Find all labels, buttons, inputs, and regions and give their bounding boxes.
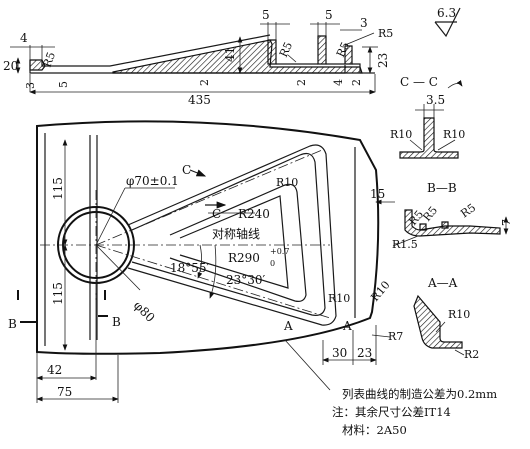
dim-r240: R240 — [238, 207, 270, 221]
section-bb-r1-5: R1.5 — [392, 238, 418, 251]
section-a-left: A — [283, 319, 293, 333]
dim-r5-b: R5 — [334, 40, 352, 59]
section-cc: C — C 3.5 R10 R10 — [390, 75, 465, 159]
note-curve-tolerance: 列表曲线的制造公差为0.2mm — [342, 387, 497, 401]
section-cc-profile — [399, 117, 459, 159]
surface-finish-symbol: 6.3 — [434, 6, 461, 38]
dim-15: 15 — [370, 187, 385, 201]
dim-435: 435 — [188, 93, 211, 107]
dim-r10-top: R10 — [276, 176, 298, 189]
dim-3-right: 3 — [360, 16, 368, 30]
fan-rib-outer — [127, 144, 337, 326]
dim-r10-b: R10 — [328, 292, 350, 305]
dim-2-a: 2 — [198, 79, 211, 86]
dim-115-top: 115 — [51, 177, 65, 200]
dim-23-top: 23 — [376, 53, 390, 68]
section-aa-r2: R2 — [464, 348, 479, 361]
dim-2-c: 2 — [350, 79, 363, 86]
section-bb: B—B R5 R5 R5 7 R1.5 — [392, 181, 513, 251]
web-top-edge — [41, 34, 271, 67]
section-cc-r10-right: R10 — [443, 128, 465, 141]
section-cc-title: C — C — [400, 75, 438, 89]
dim-2-b: 2 — [295, 79, 308, 86]
dim-20: 20 — [3, 59, 18, 73]
section-bb-r5-c: R5 — [458, 201, 478, 220]
section-b-left: B — [8, 317, 17, 331]
section-cc-dim-3-5: 3.5 — [426, 93, 445, 107]
section-c-bottom: C — [212, 207, 221, 221]
fan-rib-inner — [131, 152, 326, 316]
dim-r290-lower-tol: 0 — [270, 259, 275, 268]
section-c-top: C — [182, 163, 191, 177]
dim-115-bottom: 115 — [51, 282, 65, 305]
left-rib — [267, 39, 277, 65]
dim-r5-c: R5 — [378, 27, 393, 40]
section-a-right: A — [342, 319, 352, 333]
section-aa: A—A R10 R2 — [413, 276, 479, 361]
dim-angle-2: 23°30′ — [226, 273, 266, 287]
surface-finish-value: 6.3 — [437, 6, 456, 20]
plan-view: 115 115 φ70±0.1 φ80 R10 R240 对称轴线 R290 +… — [8, 120, 403, 403]
dim-angle-1: 18°55′ — [170, 261, 210, 275]
section-bb-title: B—B — [427, 181, 457, 195]
dim-phi80: φ80 — [131, 298, 158, 325]
section-bb-profile — [404, 209, 501, 237]
dim-3: 3 — [24, 82, 37, 89]
section-aa-r10: R10 — [448, 308, 470, 321]
dim-phi70: φ70±0.1 — [126, 174, 179, 188]
fan-inner-lightening — [169, 183, 307, 302]
dim-5-b: 5 — [325, 8, 333, 22]
section-aa-title: A—A — [427, 276, 458, 290]
dim-4-b: 4 — [332, 79, 345, 86]
dim-r290-upper-tol: +0.7 — [270, 247, 289, 256]
section-b-right: B — [112, 315, 121, 329]
outer-contour — [36, 120, 380, 355]
dim-r290: R290 — [228, 251, 260, 265]
dim-5-a: 5 — [262, 8, 270, 22]
dim-r5-left: R5 — [41, 50, 58, 69]
dim-23-bottom: 23 — [357, 346, 372, 360]
dim-4-left: 4 — [20, 31, 28, 45]
dim-75: 75 — [57, 385, 72, 399]
dim-42: 42 — [47, 363, 62, 377]
dim-r5-a: R5 — [277, 40, 295, 59]
middle-rib — [317, 35, 327, 65]
dim-r10-c: R10 — [368, 279, 392, 304]
dim-r7: R7 — [388, 330, 403, 343]
note-material: 材料：2A50 — [342, 423, 407, 437]
notes-block: 列表曲线的制造公差为0.2mm 注：其余尺寸公差IT14 材料：2A50 — [332, 387, 497, 437]
elevation-view: 4 20 R5 3 5 41 2 5 5 R5 R5 R5 3 2 4 2 23… — [3, 8, 393, 107]
fan-inner-lightening-2 — [179, 195, 289, 289]
symmetry-axis-label: 对称轴线 — [212, 226, 260, 241]
section-cc-r10-left: R10 — [390, 128, 412, 141]
note-general-tolerance: 注：其余尺寸公差IT14 — [332, 405, 451, 419]
section-bb-r5-b: R5 — [420, 204, 440, 224]
section-bb-dim-7: 7 — [500, 219, 513, 226]
section-aa-profile — [413, 294, 463, 349]
flange-top — [276, 63, 361, 73]
dim-30: 30 — [332, 346, 347, 360]
dim-5-left: 5 — [57, 81, 70, 88]
dim-41: 41 — [223, 47, 237, 62]
